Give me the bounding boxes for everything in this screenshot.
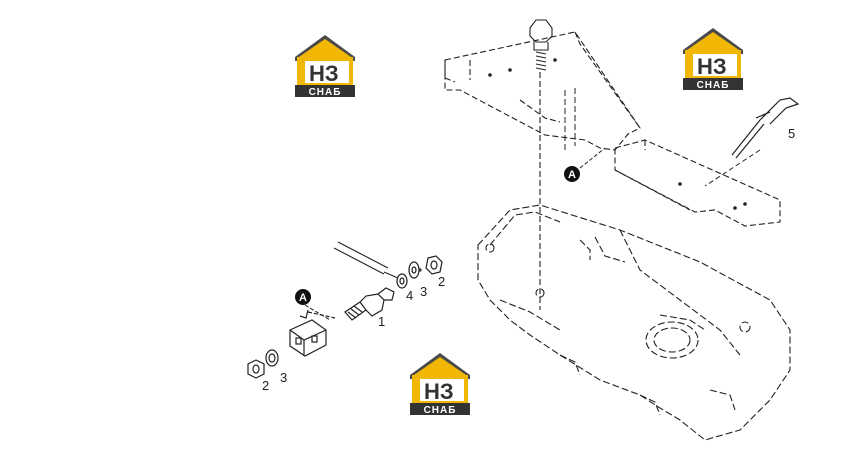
svg-text:НЗ: НЗ (309, 61, 339, 86)
valve-cover (477, 204, 791, 441)
callout-2-right: 2 (438, 274, 445, 289)
bracket-plate (444, 31, 781, 227)
harness-strap (731, 97, 800, 159)
callout-3-left: 3 (280, 370, 287, 385)
ref-marker-a-lower: A (295, 289, 311, 305)
ring-terminal (396, 273, 408, 289)
washer-part-3-right (418, 268, 422, 272)
ref-marker-a-upper: A (564, 147, 606, 182)
washer-part-3-left (265, 349, 279, 367)
nut-part-2-right (425, 255, 443, 275)
connector-block (289, 309, 336, 357)
leader-line (704, 149, 761, 187)
watermark-logo-bottom: НЗ СНАБ (410, 353, 470, 416)
washer-part-4 (408, 261, 420, 279)
svg-text:A: A (299, 292, 307, 304)
svg-text:СНАБ: СНАБ (309, 87, 342, 98)
watermark-logo-top-left: НЗ СНАБ (295, 35, 355, 98)
svg-text:A: A (568, 169, 576, 181)
nut-part-2-left (247, 359, 265, 379)
watermark-logo-top-right: НЗ СНАБ (683, 28, 743, 91)
svg-text:НЗ: НЗ (697, 54, 727, 79)
callout-3-right: 3 (420, 284, 427, 299)
sensor-wire (333, 241, 399, 279)
leader-line (304, 304, 331, 321)
callout-1: 1 (378, 314, 385, 329)
callout-4: 4 (406, 288, 413, 303)
svg-text:СНАБ: СНАБ (697, 80, 730, 91)
sender-unit-part-1 (344, 287, 395, 321)
svg-text:НЗ: НЗ (424, 379, 454, 404)
svg-text:СНАБ: СНАБ (424, 405, 457, 416)
callout-5: 5 (788, 126, 795, 141)
top-bolt (529, 19, 553, 310)
callout-2-left: 2 (262, 378, 269, 393)
